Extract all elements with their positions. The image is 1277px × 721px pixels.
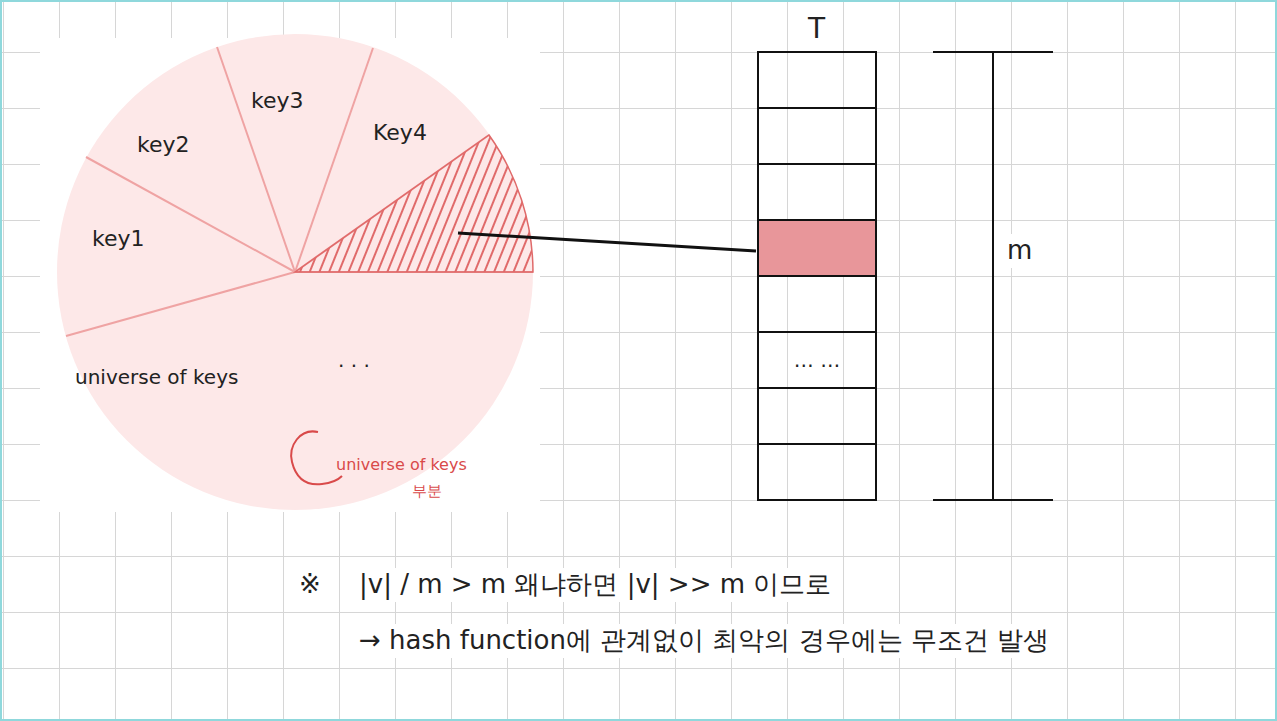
node-text: key2	[137, 132, 190, 158]
leader-line	[458, 233, 756, 251]
node-text: … …	[794, 348, 840, 372]
hash-table	[758, 52, 876, 500]
universe-circle	[57, 34, 533, 510]
hatched-wedge	[295, 135, 533, 272]
node-text: · · ·	[338, 354, 370, 378]
wedge-lines	[66, 47, 533, 336]
note-text: → hash function에 관계없이 최악의 경우에는 무조건 발생	[356, 624, 1052, 658]
filled-slot	[758, 220, 876, 276]
dimension-label: m	[1004, 234, 1035, 268]
size-bracket	[933, 52, 1053, 500]
universe-circle: universe of keys · · · key1 key2 key3Key4	[55, 34, 535, 512]
key-wedge: key2	[133, 130, 194, 160]
subset-symbol	[291, 431, 342, 484]
node-text: T	[808, 12, 825, 46]
key-wedge: key1	[88, 224, 149, 254]
node-text: universe of keys	[75, 365, 238, 389]
table-slot: … …	[758, 332, 876, 388]
node-text: Key4	[373, 120, 427, 146]
key-wedge: Key4	[369, 118, 431, 148]
annotation: universe of keys	[336, 455, 467, 476]
hash-table: T… …	[758, 52, 876, 500]
key-wedge: key3	[247, 86, 308, 116]
annotation: 부분	[412, 482, 442, 502]
note-mark: ※	[296, 568, 324, 602]
node-text: key1	[92, 226, 145, 252]
node-text: key3	[251, 88, 304, 114]
note-text: |v| / m > m 왜냐하면 |v| >> m 이므로	[356, 568, 834, 602]
